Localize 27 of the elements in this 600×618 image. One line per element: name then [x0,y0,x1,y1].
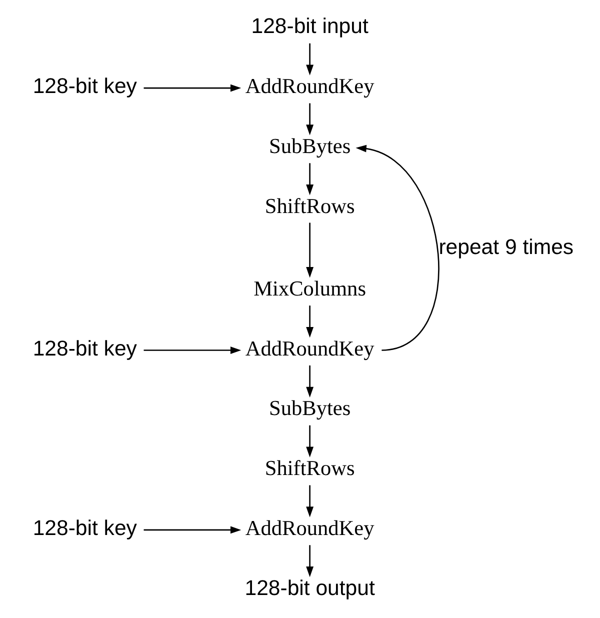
node-text: ShiftRows [264,456,354,480]
node-text: SubBytes [268,134,350,158]
arrow [306,485,314,518]
arrow [306,163,314,196]
node-text: AddRoundKey [244,74,374,98]
arrow [306,103,314,136]
node-text: 128-bit input [250,14,368,38]
edge-label: repeat 9 times [438,235,574,260]
arrow [143,346,241,354]
node-text: AddRoundKey [244,336,374,360]
arrow [143,526,241,534]
node-text: 128-bit key [32,336,136,360]
node-text: 128-bit key [32,74,136,98]
node-text: ShiftRows [264,194,354,218]
arrow [355,144,439,351]
node-text: AddRoundKey [244,516,374,540]
node-text: SubBytes [268,396,350,420]
arrow [306,545,314,578]
arrow [306,43,314,76]
arrow [306,365,314,398]
arrow [306,425,314,458]
node-text: 128-bit output [244,576,374,600]
arrow [306,222,314,278]
arrow [306,306,314,338]
node-text: 128-bit key [32,516,136,540]
node-text: MixColumns [253,276,366,300]
arrow [143,84,241,92]
